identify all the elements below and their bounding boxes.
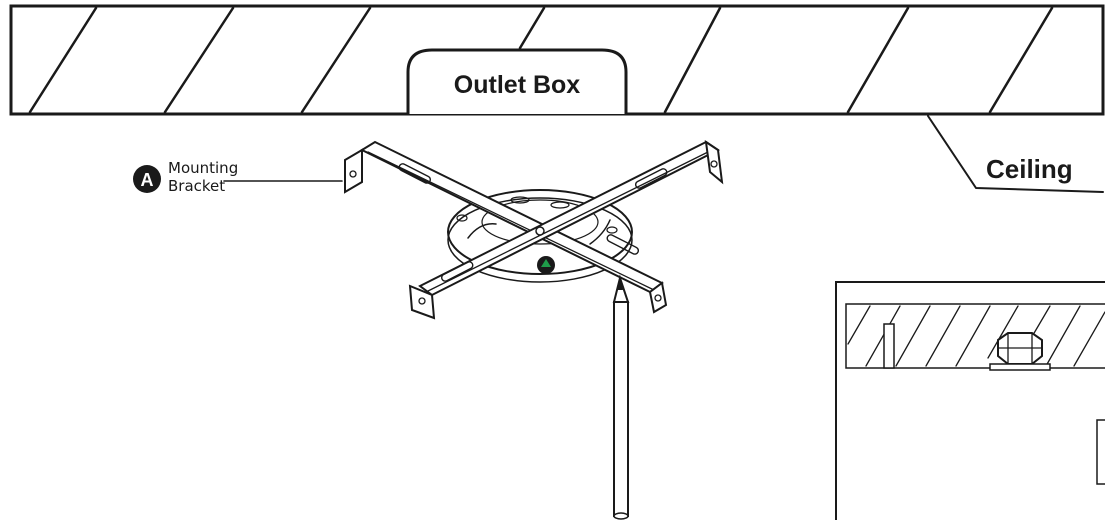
callout-letter: A <box>141 170 154 190</box>
outlet-box: Outlet Box <box>406 48 628 114</box>
inset-detail-panel <box>835 281 1105 520</box>
mounting-bracket-callout: A Mounting Bracket <box>133 159 343 195</box>
ceiling-hatching <box>28 6 1054 114</box>
callout-line1: Mounting <box>168 159 238 177</box>
pencil-icon <box>612 274 630 520</box>
ceiling-callout: Ceiling <box>927 115 1104 193</box>
inset-hatching <box>847 305 1105 367</box>
callout-badge <box>133 165 161 193</box>
screw-icon <box>537 256 555 274</box>
bracket-center-hole <box>535 226 545 236</box>
outlet-box-label: Outlet Box <box>454 71 580 99</box>
bracket-slots <box>398 163 668 282</box>
callout-line2: Bracket <box>168 177 225 195</box>
ceiling-label: Ceiling <box>986 154 1073 184</box>
mounting-bracket <box>344 139 724 320</box>
inset-nut <box>989 332 1051 371</box>
